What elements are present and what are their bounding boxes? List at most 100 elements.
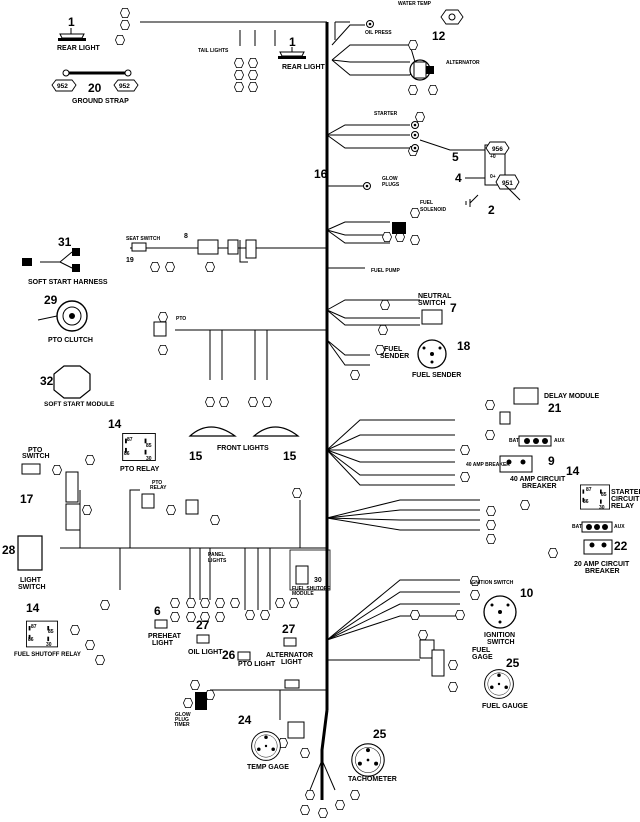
svg-text:32: 32 xyxy=(40,374,54,388)
breaker-20: 22 20 AMP CIRCUIT BREAKER xyxy=(574,539,630,575)
sensor-12: 12 xyxy=(432,9,464,43)
alternator-light: 27 ALTERNATOR LIGHT xyxy=(266,622,313,666)
fuel-pump-label: FUEL PUMP xyxy=(371,268,400,274)
svg-text:87: 87 xyxy=(127,437,133,443)
svg-text:BAT: BAT xyxy=(509,438,519,444)
svg-text:30: 30 xyxy=(146,456,152,462)
oil-light: 27 OIL LIGHT xyxy=(188,618,223,656)
fuel-solenoid: FUEL SOLENOID xyxy=(392,200,447,234)
svg-text:SOFT START MODULE: SOFT START MODULE xyxy=(44,401,115,408)
fuel-sender: 18 FUEL SENDER xyxy=(412,339,471,379)
svg-text:GAGE: GAGE xyxy=(472,654,493,661)
svg-text:22: 22 xyxy=(614,539,628,553)
svg-text:PTO: PTO xyxy=(152,480,162,486)
svg-text:SOFT START HARNESS: SOFT START HARNESS xyxy=(28,279,108,286)
svg-text:RELAY: RELAY xyxy=(611,503,634,510)
svg-text:LIGHT: LIGHT xyxy=(152,640,174,647)
svg-text:FUEL: FUEL xyxy=(420,200,433,206)
svg-text:FUEL SHUTOFF RELAY: FUEL SHUTOFF RELAY xyxy=(14,652,81,658)
svg-text:SWITCH: SWITCH xyxy=(18,584,46,591)
water-temp-ring xyxy=(366,20,374,28)
svg-text:AUX: AUX xyxy=(614,524,625,530)
pto-connector: PTO xyxy=(153,316,186,337)
tail-lights-label: TAIL LIGHTS xyxy=(198,48,229,54)
svg-text:+0: +0 xyxy=(490,154,496,160)
svg-text:30: 30 xyxy=(314,577,322,584)
svg-text:STARTER: STARTER xyxy=(611,489,640,496)
svg-text:REAR LIGHT: REAR LIGHT xyxy=(57,45,101,52)
svg-text:85: 85 xyxy=(48,629,54,635)
svg-text:PLUGS: PLUGS xyxy=(382,182,400,188)
svg-text:TIMER: TIMER xyxy=(174,722,190,728)
svg-text:20 AMP CIRCUIT: 20 AMP CIRCUIT xyxy=(574,561,630,568)
svg-text:5: 5 xyxy=(452,150,459,164)
svg-text:OIL LIGHT: OIL LIGHT xyxy=(188,649,223,656)
harness-number: 16 xyxy=(314,167,328,181)
svg-text:14: 14 xyxy=(108,417,122,431)
starter-group: STARTER xyxy=(374,111,419,152)
svg-text:MODULE: MODULE xyxy=(292,591,314,597)
svg-text:STARTER: STARTER xyxy=(374,111,398,117)
svg-text:FUEL SENDER: FUEL SENDER xyxy=(412,372,461,379)
svg-text:LIGHT: LIGHT xyxy=(281,659,303,666)
svg-text:12: 12 xyxy=(432,29,446,43)
svg-text:15: 15 xyxy=(283,449,297,463)
svg-text:IGNITION SWITCH: IGNITION SWITCH xyxy=(470,580,514,586)
delay-module: DELAY MODULE 21 xyxy=(499,387,600,425)
svg-text:GLOW: GLOW xyxy=(175,712,191,718)
pto-relay: 14 87 85 86 30 PTO RELAY xyxy=(108,417,160,473)
svg-text:PTO RELAY: PTO RELAY xyxy=(120,466,160,473)
svg-text:31: 31 xyxy=(58,235,72,249)
svg-text:952: 952 xyxy=(119,83,130,90)
bat-aux-bottom: BAT AUX xyxy=(572,521,625,533)
svg-text:14: 14 xyxy=(26,601,40,615)
soft-start-harness: 31 SOFT START HARNESS xyxy=(22,235,108,286)
svg-text:2: 2 xyxy=(488,203,495,217)
svg-text:952: 952 xyxy=(57,83,68,90)
svg-text:NEUTRAL: NEUTRAL xyxy=(418,293,452,300)
svg-text:FUEL: FUEL xyxy=(384,346,403,353)
svg-text:9: 9 xyxy=(548,454,555,468)
rear-light-right: 1 REAR LIGHT xyxy=(278,35,326,71)
svg-text:40 AMP BREAKER: 40 AMP BREAKER xyxy=(466,462,510,468)
svg-text:85: 85 xyxy=(601,492,607,498)
soft-start-module: 32 SOFT START MODULE xyxy=(40,365,115,408)
svg-text:87: 87 xyxy=(31,624,37,630)
svg-text:PREHEAT: PREHEAT xyxy=(148,633,182,640)
svg-text:GROUND STRAP: GROUND STRAP xyxy=(72,98,129,105)
svg-text:LIGHTS: LIGHTS xyxy=(208,558,227,564)
svg-text:20: 20 xyxy=(88,81,102,95)
svg-text:4: 4 xyxy=(455,171,462,185)
svg-text:BREAKER: BREAKER xyxy=(522,483,557,490)
svg-text:86: 86 xyxy=(28,637,34,643)
svg-text:BREAKER: BREAKER xyxy=(585,568,620,575)
svg-text:SENDER: SENDER xyxy=(380,353,409,360)
breaker-40: 40 AMP BREAKER 9 40 AMP CIRCUIT BREAKER xyxy=(466,454,566,490)
svg-text:25: 25 xyxy=(373,727,387,741)
pto-relay-connector: PTO RELAY xyxy=(141,480,199,515)
neutral-switch: NEUTRAL SWITCH 7 xyxy=(418,293,457,325)
svg-text:956: 956 xyxy=(492,146,503,153)
svg-text:LIGHT: LIGHT xyxy=(20,577,42,584)
svg-text:AUX: AUX xyxy=(554,438,565,444)
svg-text:29: 29 xyxy=(44,293,58,307)
svg-text:27: 27 xyxy=(196,618,210,632)
svg-text:0+: 0+ xyxy=(490,174,496,180)
svg-text:SOLENOID: SOLENOID xyxy=(420,207,447,213)
svg-text:10: 10 xyxy=(520,586,534,600)
main-harness xyxy=(60,21,485,800)
glow-plugs: GLOW PLUGS xyxy=(363,176,400,190)
svg-text:86: 86 xyxy=(124,451,130,457)
alternator: ALTERNATOR xyxy=(409,59,480,81)
svg-text:40 AMP CIRCUIT: 40 AMP CIRCUIT xyxy=(510,476,566,483)
front-lights: FRONT LIGHTS 15 15 xyxy=(188,426,300,463)
oil-press-label: OIL PRESS xyxy=(365,30,392,36)
svg-text:25: 25 xyxy=(506,656,520,670)
fuel-sender-connector: FUEL SENDER xyxy=(380,346,409,360)
tachometer: 25 TACHOMETER xyxy=(348,727,397,783)
pto-light: 26 PTO LIGHT xyxy=(222,648,276,668)
svg-text:PANEL: PANEL xyxy=(208,552,225,558)
svg-text:SEAT SWITCH: SEAT SWITCH xyxy=(126,236,160,242)
svg-text:26: 26 xyxy=(222,648,236,662)
